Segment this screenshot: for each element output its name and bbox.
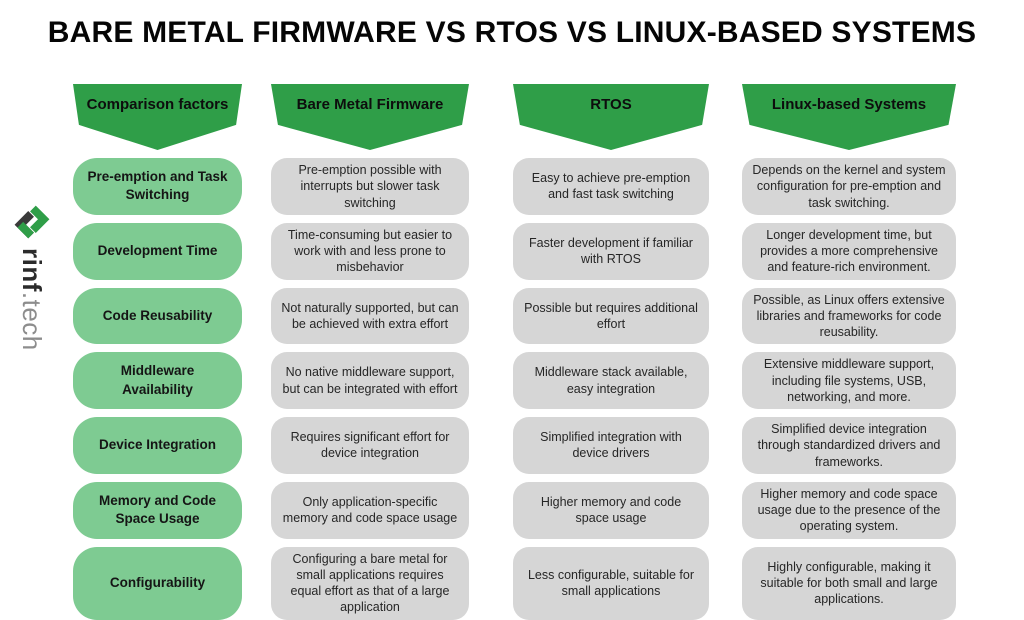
table-cell: Extensive middleware support, including … xyxy=(742,352,956,409)
table-cell: Longer development time, but provides a … xyxy=(742,222,956,280)
table-cell: Higher memory and code space usage due t… xyxy=(742,481,956,539)
logo-text-tech: .tech xyxy=(17,291,48,351)
rinftech-logo-icon xyxy=(14,204,50,240)
table-cell: Depends on the kernel and system configu… xyxy=(742,158,956,215)
table-cell: Simplified integration with device drive… xyxy=(513,417,709,474)
factor-pill: Pre-emption and Task Switching xyxy=(73,158,242,215)
table-cell: Pre-emption possible with interrupts but… xyxy=(271,158,469,215)
factor-pill: Device Integration xyxy=(73,417,242,474)
column-header-linux: Linux-based Systems xyxy=(742,84,956,150)
table-cell: Faster development if familiar with RTOS xyxy=(513,222,709,280)
table-cell: No native middleware support, but can be… xyxy=(271,352,469,409)
table-cell: Higher memory and code space usage xyxy=(513,481,709,539)
factor-pill: Code Reusability xyxy=(73,287,242,345)
table-cell: Less configurable, suitable for small ap… xyxy=(513,546,709,620)
column-header-bare-metal: Bare Metal Firmware xyxy=(271,84,469,150)
page-title: BARE METAL FIRMWARE VS RTOS VS LINUX-BAS… xyxy=(47,16,977,49)
table-cell: Requires significant effort for device i… xyxy=(271,417,469,474)
table-cell: Not naturally supported, but can be achi… xyxy=(271,287,469,345)
logo-text-rinf: rinf xyxy=(17,248,48,292)
table-cell: Only application-specific memory and cod… xyxy=(271,481,469,539)
table-cell: Possible, as Linux offers extensive libr… xyxy=(742,287,956,345)
table-cell: Easy to achieve pre-emption and fast tas… xyxy=(513,158,709,215)
factor-pill: Middleware Availability xyxy=(73,352,242,409)
table-cell: Configuring a bare metal for small appli… xyxy=(271,546,469,620)
table-cell: Possible but requires additional effort xyxy=(513,287,709,345)
comparison-table: Comparison factors Bare Metal Firmware R… xyxy=(73,84,956,620)
factor-pill: Development Time xyxy=(73,222,242,280)
table-cell: Highly configurable, making it suitable … xyxy=(742,546,956,620)
factor-pill: Memory and Code Space Usage xyxy=(73,481,242,539)
table-cell: Middleware stack available, easy integra… xyxy=(513,352,709,409)
rinftech-logo: rinf.tech xyxy=(12,204,52,400)
column-header-rtos: RTOS xyxy=(513,84,709,150)
table-cell: Time-consuming but easier to work with a… xyxy=(271,222,469,280)
factor-pill: Configurability xyxy=(73,546,242,620)
table-cell: Simplified device integration through st… xyxy=(742,417,956,474)
column-header-comparison-factors: Comparison factors xyxy=(73,84,242,150)
